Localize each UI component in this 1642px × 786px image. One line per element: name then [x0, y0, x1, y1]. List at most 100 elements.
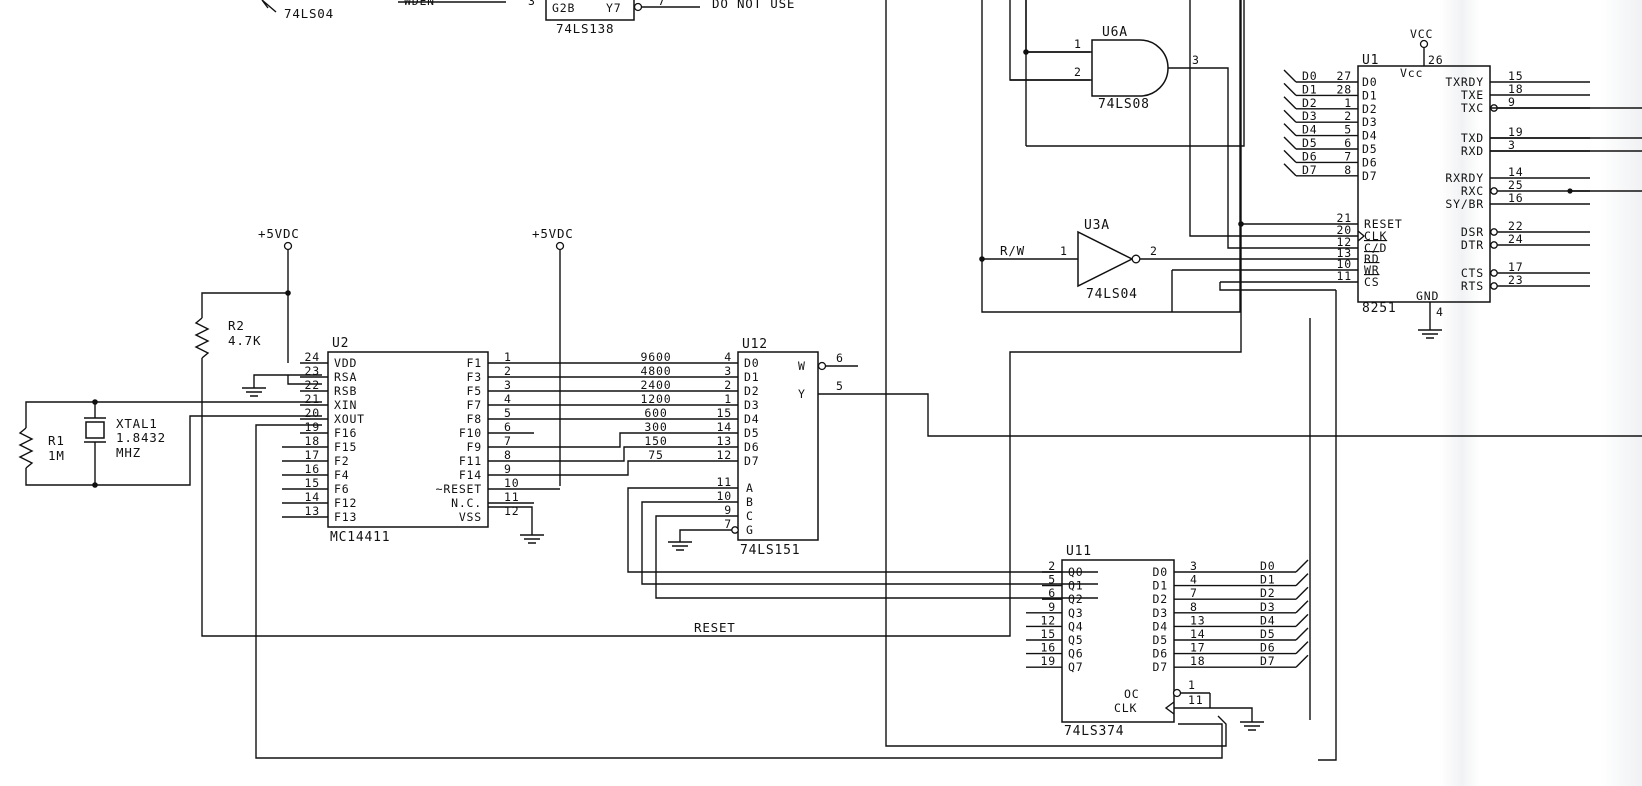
u12-pin-number: 11	[717, 475, 732, 489]
u6a-ref: U6A	[1102, 25, 1128, 40]
junction-dot	[92, 399, 98, 405]
u2-pin-name: F3	[467, 370, 482, 384]
u1-pin-number: 2	[1344, 109, 1352, 123]
u1-bus-label: D0	[1302, 69, 1317, 83]
u1-pin-number: 16	[1508, 191, 1523, 205]
u1-pin-name: RD	[1364, 252, 1379, 266]
u11-pin-name: D4	[1153, 619, 1168, 633]
u2-pin-name: F4	[334, 468, 349, 482]
u1-pin-number: 23	[1508, 273, 1523, 287]
u11-pin-name: D1	[1153, 579, 1168, 593]
u1-pin-number: 20	[1337, 223, 1352, 237]
u11-bus-label: D1	[1260, 573, 1275, 587]
r1-name: R1	[48, 433, 65, 448]
u11-pin-number: 16	[1041, 641, 1056, 655]
u12-pin-number: 2	[724, 378, 732, 392]
u6a-part: 74LS08	[1098, 97, 1150, 112]
u2-pin-number: 20	[305, 406, 320, 420]
u11-pin-number: 18	[1190, 654, 1205, 668]
u1-bus-label: D1	[1302, 82, 1317, 96]
r2-name: R2	[228, 318, 245, 333]
u1-pin-number: 25	[1508, 178, 1523, 192]
u1-pin-number: 7	[1344, 149, 1352, 163]
u1-pin-number: 15	[1508, 69, 1523, 83]
u11-pin-name: Q1	[1068, 579, 1083, 593]
u11-bus-label: D6	[1260, 641, 1275, 655]
u2-pin-name: RSB	[334, 384, 357, 398]
decoder-g2b: G2B	[552, 1, 575, 15]
vdc-label-right: +5VDC	[532, 226, 574, 241]
paper-fold-shadow	[1440, 0, 1480, 786]
u2-pin-number: 23	[305, 364, 320, 378]
u2-pin-number: 21	[305, 392, 320, 406]
u2-pin-name: F1	[467, 356, 482, 370]
do-not-use-note: DO NOT USE	[712, 0, 795, 11]
u2-pin-name: XIN	[334, 398, 357, 412]
u2-pin-number: 1	[504, 350, 512, 364]
u2-pin-name: VDD	[334, 356, 357, 370]
u11-pin-name: D0	[1153, 565, 1168, 579]
u12-y-num: 5	[836, 379, 844, 393]
u2-pin-name: F8	[467, 412, 482, 426]
u3a-part: 74LS04	[1086, 287, 1138, 302]
u11-pin-number: 19	[1041, 654, 1056, 668]
u12-part: 74LS151	[740, 543, 800, 558]
u2-pin-number: 7	[504, 434, 512, 448]
vcc-pin: 26	[1428, 53, 1443, 67]
u2-pin-name: XOUT	[334, 412, 365, 426]
u2-pin-number: 12	[504, 504, 519, 518]
u12-pin-number: 14	[717, 420, 732, 434]
u1-pin-name: CLK	[1364, 229, 1387, 243]
u11-pin-number: 7	[1190, 586, 1198, 600]
baud-rate-label: 300	[644, 420, 667, 434]
xtal-name: XTAL1	[116, 416, 158, 431]
u11-bus-label: D5	[1260, 627, 1275, 641]
u1-pin-number: 3	[1508, 138, 1516, 152]
f16-wire	[255, 424, 1223, 759]
u11-oc-num: 1	[1188, 678, 1196, 692]
rsa-ground	[242, 374, 322, 397]
u1-gnd: GND	[1416, 289, 1439, 303]
reset-net-label: RESET	[694, 620, 736, 635]
vdc-label-left: +5VDC	[258, 226, 300, 241]
u1-pin-name: RXC	[1461, 184, 1484, 198]
u6a-and-gate: U6A 74LS08 1 2 3	[1010, 25, 1358, 249]
u1-bus-label: D3	[1302, 109, 1317, 123]
u11-ref: U11	[1066, 544, 1092, 559]
u11-pin-number: 12	[1041, 613, 1056, 627]
u12-pin-name: A	[746, 481, 754, 495]
u11-bus-label: D4	[1260, 613, 1275, 627]
u11-oc-name: OC	[1124, 687, 1139, 701]
u12-w-num: 6	[836, 351, 844, 365]
rw-signal: R/W	[1000, 243, 1025, 258]
baud-rate-label: 1200	[641, 392, 672, 406]
u12-pin-number: 15	[717, 406, 732, 420]
u1-pin-number: 9	[1508, 95, 1516, 109]
u1-pin-number: 17	[1508, 260, 1523, 274]
u12-pin-number: 7	[724, 517, 732, 531]
u11-clk-name: CLK	[1114, 701, 1137, 715]
u3a-inverter: U3A 74LS04 R/W 1 2	[982, 0, 1358, 312]
u1-pin-name: RESET	[1364, 217, 1403, 231]
u2-pin-number: 9	[504, 462, 512, 476]
u12-pin-name: D0	[744, 356, 759, 370]
baud-rate-label: 150	[644, 434, 667, 448]
u1-pin-number: 6	[1344, 136, 1352, 150]
u1-bus-label: D2	[1302, 96, 1317, 110]
y7-pin: 7	[658, 0, 666, 8]
u1-pin-number: 21	[1337, 211, 1352, 225]
u2-pin-name: VSS	[459, 510, 482, 524]
baud-rate-label: 9600	[641, 350, 672, 364]
paper-edge	[1600, 0, 1642, 786]
u11-bus-label: D3	[1260, 600, 1275, 614]
u12-w-name: W	[798, 359, 806, 373]
u6a-out: 3	[1192, 53, 1200, 67]
u2-pin-number: 19	[305, 420, 320, 434]
u11-pin-name: D5	[1153, 633, 1168, 647]
u2-pin-number: 14	[305, 490, 320, 504]
u1-pin-name: RTS	[1461, 279, 1484, 293]
top-inverter-part: 74LS04	[284, 6, 334, 21]
u1-ref: U1	[1362, 53, 1379, 68]
u12-pin-name: D6	[744, 440, 759, 454]
